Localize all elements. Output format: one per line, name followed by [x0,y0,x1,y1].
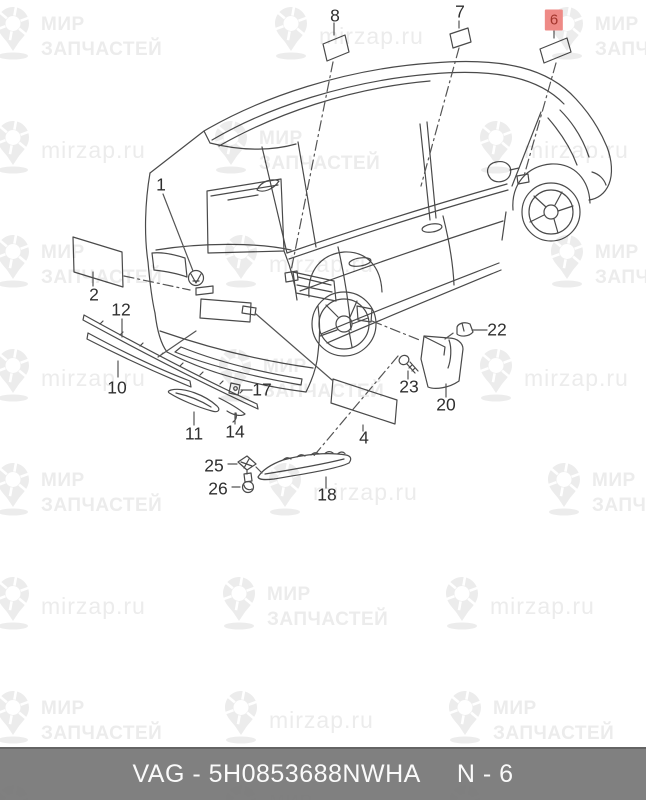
leader-lines-solid [92,20,555,489]
footer-page-number: N - 6 [456,760,514,788]
callout-25: 25 [204,455,224,476]
callout-22: 22 [487,319,507,340]
callout-18: 18 [317,484,337,505]
callout-11: 11 [184,423,204,444]
callout-1: 1 [156,174,166,195]
footer-bar: VAG - 5H0853688NWHA N - 6 [0,747,646,800]
footer-part-number: VAG - 5H0853688NWHA [132,760,421,788]
callout-10: 10 [107,377,127,398]
callout-26: 26 [208,478,228,499]
callout-4: 4 [359,427,369,448]
callout-23: 23 [399,376,419,397]
callout-12: 12 [111,299,131,320]
callout-7: 7 [455,1,465,22]
callout-6: 6 [544,9,564,31]
leader-lines-dashed [123,47,557,474]
callout-20: 20 [436,394,456,415]
car-body [144,60,613,393]
callout-17: 17 [252,379,272,400]
vw-emblem-icon [187,269,205,287]
callout-2: 2 [89,284,99,305]
callout-8: 8 [330,5,340,26]
callout-14: 14 [225,421,245,442]
